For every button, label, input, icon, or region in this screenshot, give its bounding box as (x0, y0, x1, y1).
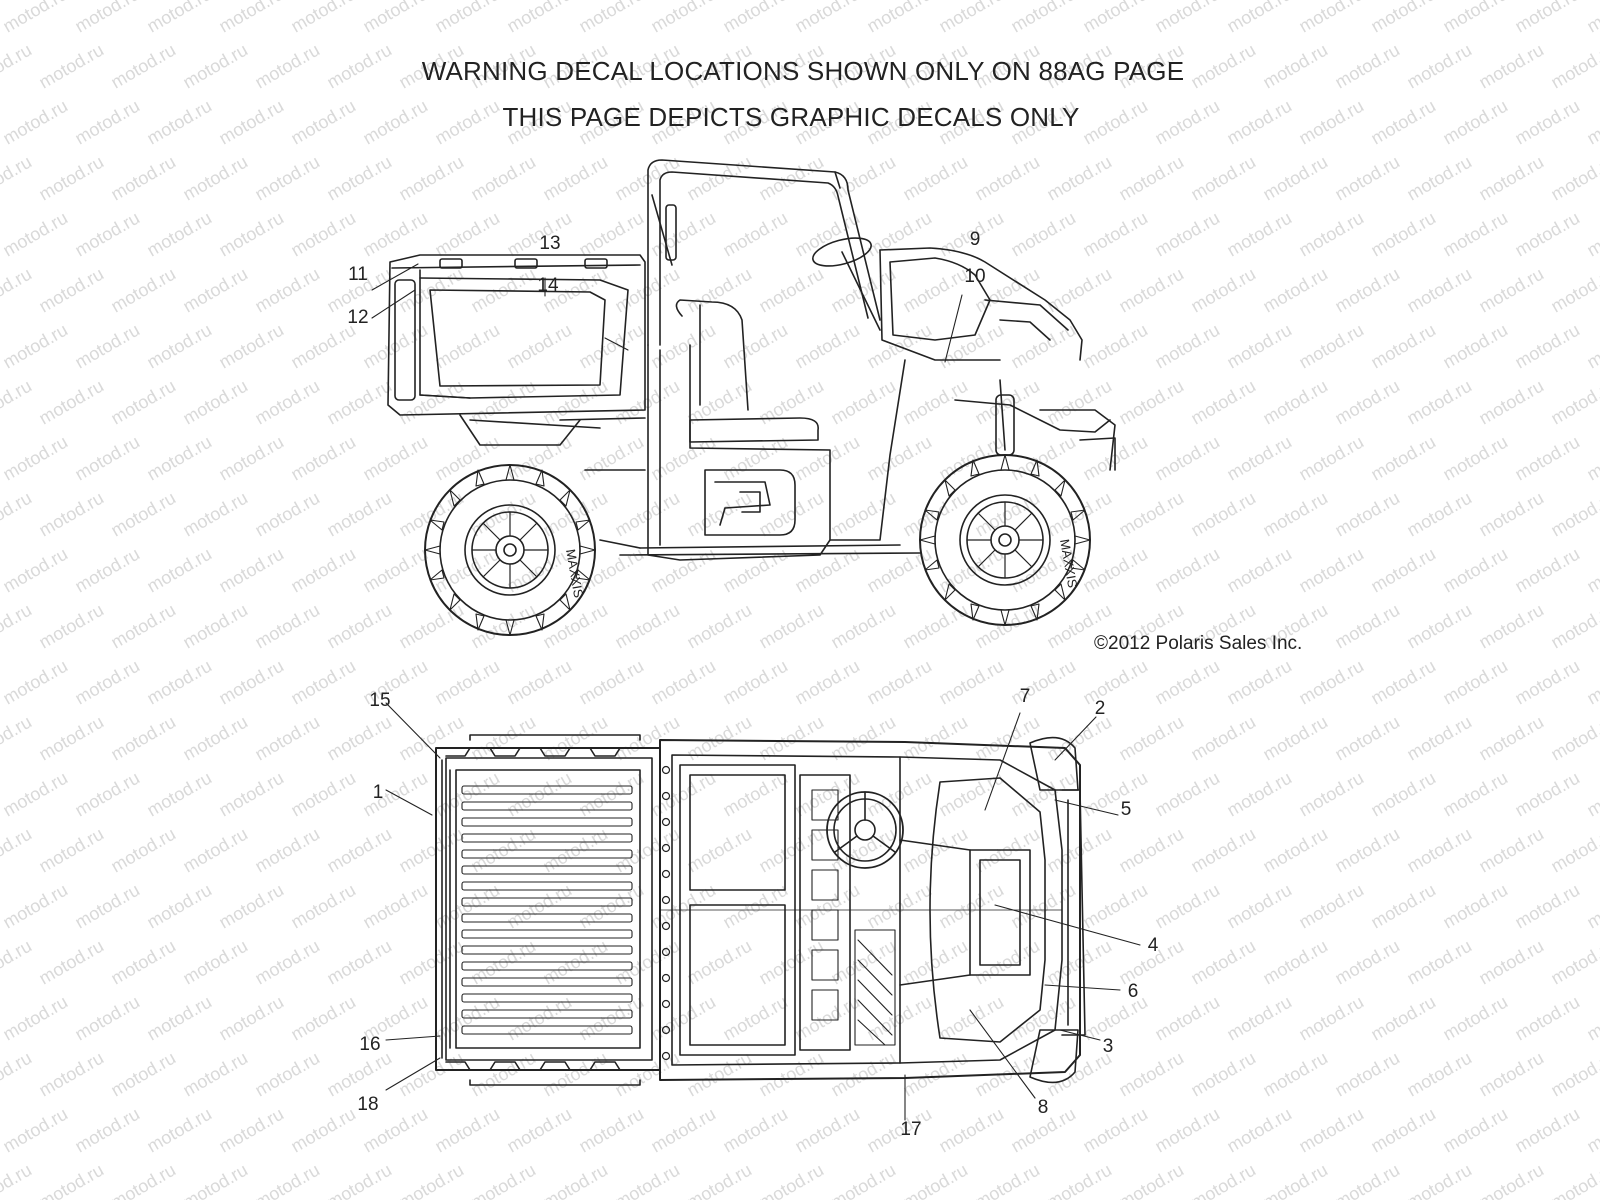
callout-14: 14 (537, 275, 559, 296)
rail-bolt (661, 895, 671, 905)
bed-rib (461, 1025, 633, 1035)
bed-rib (461, 929, 633, 939)
bed-rib (461, 817, 633, 827)
header-line-1: WARNING DECAL LOCATIONS SHOWN ONLY ON 88… (421, 56, 1185, 86)
callout-12: 12 (347, 307, 369, 328)
rail-bolt (661, 791, 671, 801)
rail-bolt (661, 765, 671, 775)
bed-rib (461, 881, 633, 891)
callout-9: 9 (969, 229, 981, 250)
callout-18: 18 (357, 1094, 379, 1115)
bed-rib (461, 993, 633, 1003)
bed-rib (461, 801, 633, 811)
header-line-2: THIS PAGE DEPICTS GRAPHIC DECALS ONLY (502, 102, 1080, 132)
rail-bolt (661, 947, 671, 957)
top-view-vehicle (385, 702, 1141, 1121)
bed-rib (461, 849, 633, 859)
callout-11: 11 (348, 264, 368, 285)
callout-5: 5 (1120, 799, 1132, 820)
callout-13: 13 (539, 233, 561, 254)
bed-rib (461, 833, 633, 843)
side-rear-wheel (424, 464, 596, 636)
rail-bolt (661, 973, 671, 983)
bed-rib (461, 913, 633, 923)
callout-2: 2 (1094, 698, 1106, 719)
bed-rib (461, 897, 633, 907)
callout-1: 1 (372, 782, 384, 803)
rail-bolt (661, 1051, 671, 1061)
bed-rib (461, 961, 633, 971)
side-view-vehicle (371, 159, 1116, 636)
callout-4: 4 (1147, 935, 1159, 956)
callout-15: 15 (369, 690, 391, 711)
callout-3: 3 (1102, 1036, 1114, 1057)
bed-rib (461, 865, 633, 875)
rail-bolt (661, 843, 671, 853)
side-front-wheel (919, 454, 1091, 626)
callout-7: 7 (1019, 686, 1031, 707)
callout-17: 17 (900, 1119, 922, 1140)
rail-bolt (661, 817, 671, 827)
rail-bolt (661, 869, 671, 879)
callout-8: 8 (1037, 1097, 1049, 1118)
bed-rib (461, 977, 633, 987)
bed-rib (461, 945, 633, 955)
callout-6: 6 (1127, 981, 1139, 1002)
rail-bolt (661, 921, 671, 931)
bed-rib (461, 785, 633, 795)
rail-bolt (661, 999, 671, 1009)
rail-bolt (661, 1025, 671, 1035)
bed-rib (461, 1009, 633, 1019)
callout-16: 16 (359, 1034, 381, 1055)
callout-10: 10 (964, 266, 986, 287)
copyright-text: ©2012 Polaris Sales Inc. (1094, 633, 1303, 654)
